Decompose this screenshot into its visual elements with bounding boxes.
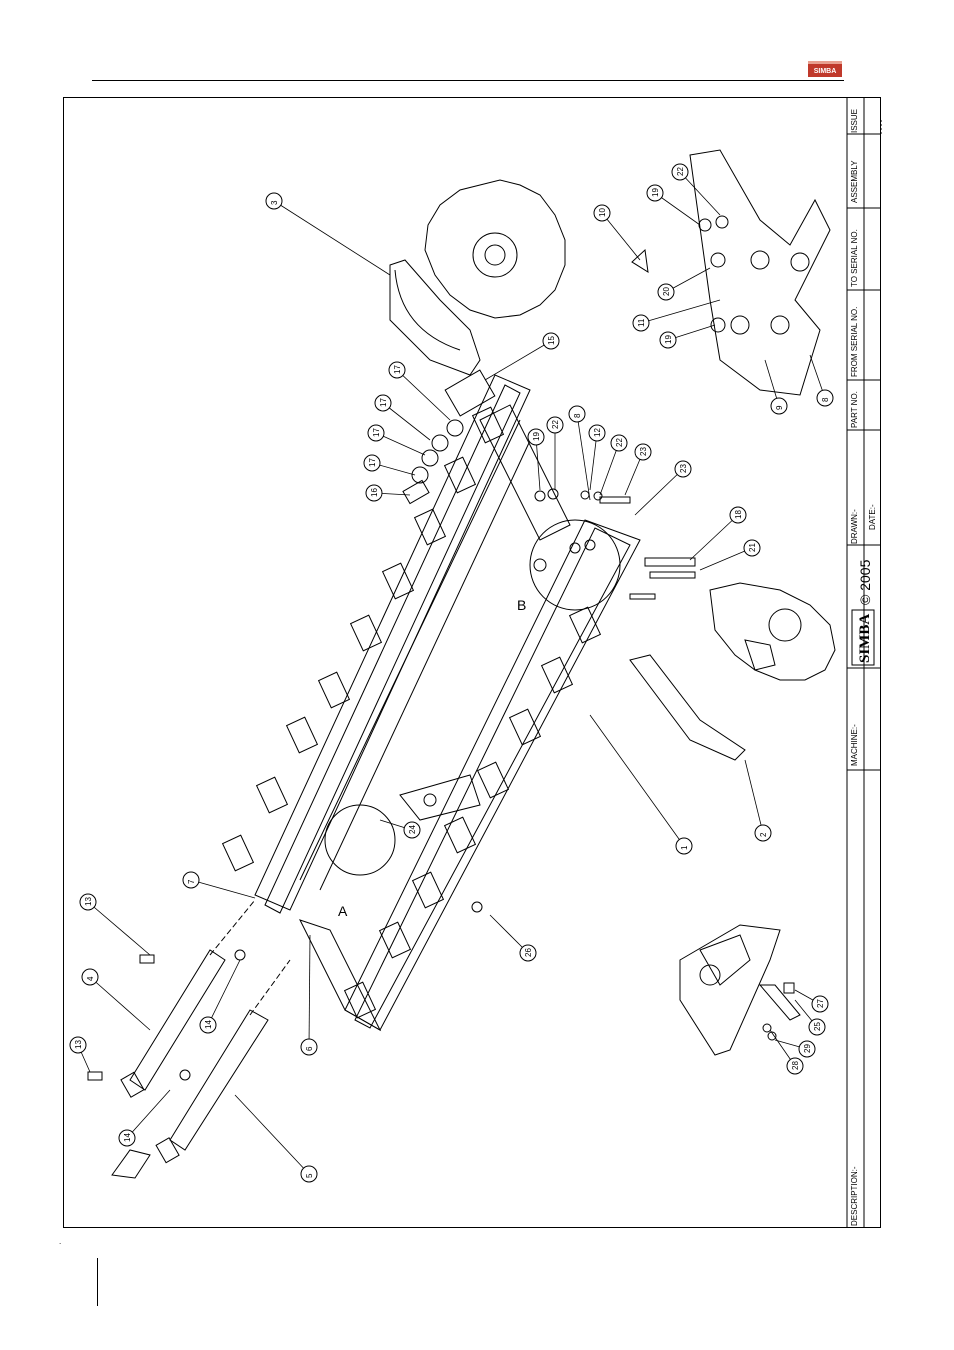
callout-number: 8	[573, 413, 582, 418]
callout-10: 10	[594, 205, 640, 260]
callout-7: 7	[183, 872, 255, 898]
callout-1: 1	[590, 715, 692, 854]
callout-13: 13	[80, 894, 150, 955]
callout-number: 12	[593, 428, 602, 437]
callout-22: 22	[600, 435, 627, 495]
description-label: DESCRIPTION:-	[850, 1166, 859, 1226]
callout-number: 3	[270, 200, 279, 205]
callout-number: 29	[803, 1044, 812, 1053]
callout-14: 14	[200, 960, 240, 1033]
callout-number: 23	[639, 447, 648, 456]
callout-2: 2	[745, 760, 771, 841]
callout-number: 8	[821, 397, 830, 402]
callout-number: 17	[368, 458, 377, 467]
callout-number: 26	[524, 948, 533, 957]
callout-number: 16	[370, 488, 379, 497]
callout-number: 19	[532, 432, 541, 441]
callout-number: 9	[775, 405, 784, 410]
callout-5: 5	[235, 1095, 317, 1182]
callout-15: 15	[485, 333, 559, 380]
callout-8: 8	[569, 406, 590, 500]
callout-number: 28	[791, 1061, 800, 1070]
callout-24: 24	[380, 820, 420, 838]
callout-8: 8	[810, 355, 833, 406]
callout-3: 3	[266, 193, 390, 275]
to-serial-label: TO SERIAL NO.	[850, 229, 859, 287]
section-label-b: B	[517, 597, 526, 613]
callout-26: 26	[490, 915, 536, 961]
main-frame	[223, 375, 640, 1030]
callout-number: 13	[74, 1040, 83, 1049]
callout-17: 17	[389, 362, 450, 420]
disc-assembly-top	[390, 180, 565, 375]
from-serial-label: FROM SERIAL NO.	[850, 307, 859, 377]
drawn-label: DRAWN:-	[850, 509, 859, 544]
callout-number: 22	[551, 420, 560, 429]
callout-22: 22	[547, 417, 563, 490]
callout-number: 5	[305, 1173, 314, 1178]
callout-11: 11	[633, 300, 720, 331]
callout-number: 2	[759, 832, 768, 837]
assembly-label: ASSEMBLY	[850, 160, 859, 203]
callout-22: 22	[672, 164, 720, 215]
callout-23: 23	[625, 444, 651, 495]
callout-number: 17	[372, 428, 381, 437]
date-label: DATE:-	[868, 504, 877, 530]
copyright-text: © 2005	[857, 559, 873, 605]
callout-number: 20	[662, 287, 671, 296]
callout-4: 4	[82, 969, 150, 1030]
callout-9: 9	[765, 360, 787, 414]
callout-group: 1234567889101112131314141516171717171819…	[70, 164, 833, 1182]
callout-14: 14	[119, 1090, 170, 1146]
callout-number: 17	[393, 365, 402, 374]
callout-number: 11	[637, 318, 646, 327]
callout-number: 24	[408, 825, 417, 834]
callout-13: 13	[70, 1037, 90, 1072]
part-no-label: PART NO.	[850, 391, 859, 428]
callout-23: 23	[635, 461, 691, 515]
callout-19: 19	[660, 325, 715, 348]
callout-number: 19	[651, 188, 660, 197]
linkage-arms	[88, 900, 290, 1178]
callout-number: 6	[305, 1046, 314, 1051]
simba-brand: SIMBA	[857, 614, 873, 663]
callout-number: 4	[86, 976, 95, 981]
callout-6: 6	[301, 935, 317, 1055]
callout-number: 17	[379, 398, 388, 407]
callout-12: 12	[589, 425, 605, 490]
bracket-assembly	[632, 150, 830, 395]
callout-number: 23	[679, 464, 688, 473]
callout-29: 29	[775, 1040, 815, 1057]
callout-number: 18	[734, 510, 743, 519]
disc-assembly-side	[630, 583, 835, 760]
callout-number: 27	[816, 999, 825, 1008]
callout-28: 28	[770, 1030, 803, 1074]
callout-number: 13	[84, 897, 93, 906]
callout-number: 14	[123, 1133, 132, 1142]
callout-20: 20	[658, 268, 710, 300]
callout-number: 22	[615, 438, 624, 447]
machine-label: MACHINE:-	[850, 724, 859, 766]
callout-19: 19	[528, 429, 544, 490]
shin-plate-detail	[680, 925, 800, 1055]
callout-number: 15	[547, 336, 556, 345]
callout-number: 7	[187, 879, 196, 884]
callout-number: 14	[204, 1020, 213, 1029]
callout-27: 27	[795, 990, 828, 1012]
callout-number: 25	[813, 1022, 822, 1031]
callout-number: 21	[748, 543, 757, 552]
callout-number: 1	[680, 845, 689, 850]
callout-19: 19	[647, 185, 700, 225]
callout-number: 10	[598, 208, 607, 217]
callout-18: 18	[690, 507, 746, 560]
issue-label: ISSUE	[850, 109, 859, 133]
callout-21: 21	[700, 540, 760, 570]
callout-number: 22	[676, 167, 685, 176]
section-label-a: A	[338, 903, 348, 919]
callout-17: 17	[364, 455, 415, 475]
callout-number: 19	[664, 335, 673, 344]
